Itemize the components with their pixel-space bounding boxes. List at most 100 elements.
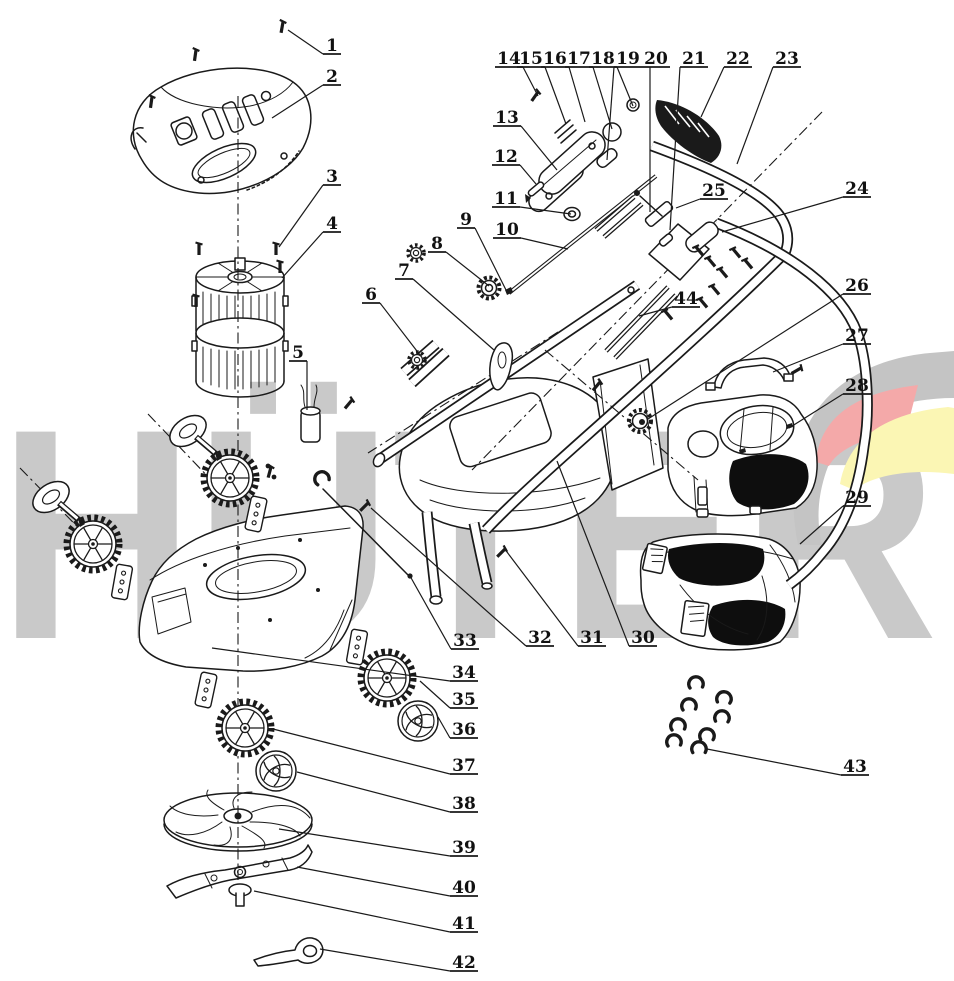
part-number-27: 27 — [845, 326, 869, 346]
callout-38: 38 — [296, 771, 478, 814]
mower-deck — [138, 505, 364, 672]
part-number-7: 7 — [398, 261, 410, 281]
part-number-43: 43 — [843, 757, 867, 777]
part-number-3: 3 — [326, 167, 338, 187]
callout-43: 43 — [706, 748, 869, 777]
part-number-12: 12 — [494, 147, 518, 167]
part-number-44: 44 — [674, 289, 698, 309]
motor-cowl — [398, 339, 619, 605]
part-number-29: 29 — [845, 488, 869, 508]
callout-44: 44 — [638, 289, 700, 317]
part-number-22: 22 — [726, 49, 750, 69]
height-adjust-lever — [489, 342, 514, 391]
part-number-33: 33 — [453, 631, 477, 651]
callout-18: 18 — [589, 49, 634, 107]
part-number-30: 30 — [631, 628, 655, 648]
callout-20: 20 — [642, 49, 670, 212]
grass-bottom-mesh-lower — [708, 599, 786, 646]
callout-29: 29 — [799, 488, 871, 545]
callout-31: 31 — [506, 551, 606, 648]
part-number-23: 23 — [775, 49, 799, 69]
upper-handle — [482, 140, 873, 590]
switch-lever-cluster — [525, 87, 640, 222]
adjust-knob — [476, 275, 502, 301]
part-number-16: 16 — [543, 49, 567, 69]
part-number-39: 39 — [452, 838, 476, 858]
part-number-26: 26 — [845, 276, 869, 296]
callout-19: 19 — [606, 49, 642, 161]
part-number-40: 40 — [452, 878, 476, 898]
grass-bottom-mesh-upper — [668, 543, 765, 586]
callout-40: 40 — [296, 866, 478, 898]
part-number-20: 20 — [644, 49, 668, 69]
callout-6: 6 — [362, 285, 421, 356]
part-number-13: 13 — [495, 108, 519, 128]
blade-bolt — [228, 883, 252, 907]
part-number-18: 18 — [591, 49, 615, 69]
part-number-4: 4 — [326, 214, 338, 234]
blade — [166, 844, 313, 899]
callout-30: 30 — [556, 460, 657, 648]
link-bars — [594, 195, 678, 360]
hubcap-rear — [397, 700, 439, 742]
part-number-32: 32 — [528, 628, 552, 648]
callout-1: 1 — [287, 29, 341, 56]
part-number-1: 1 — [326, 36, 338, 56]
callout-7: 7 — [395, 261, 495, 351]
callout-21: 21 — [669, 49, 708, 231]
logo-yellow-swoosh — [840, 407, 954, 490]
callout-8: 8 — [428, 234, 490, 287]
grass-top-mesh — [729, 454, 809, 510]
callout-42: 42 — [319, 948, 478, 973]
part-number-25: 25 — [702, 181, 726, 201]
part-number-17: 17 — [567, 49, 591, 69]
callout-36: 36 — [437, 716, 478, 740]
callout-3: 3 — [278, 167, 341, 248]
part-number-35: 35 — [452, 690, 476, 710]
callout-13: 13 — [493, 108, 558, 171]
part-number-42: 42 — [452, 953, 476, 973]
part-number-10: 10 — [495, 220, 519, 240]
callout-2: 2 — [271, 67, 341, 119]
part-number-5: 5 — [292, 343, 304, 363]
motor-cover — [130, 67, 312, 195]
carry-handle — [705, 357, 806, 391]
part-number-41: 41 — [452, 914, 476, 934]
callout-10: 10 — [493, 220, 569, 250]
callout-15: 15 — [517, 49, 567, 125]
part-number-9: 9 — [460, 210, 472, 230]
part-number-11: 11 — [494, 189, 518, 209]
part-number-19: 19 — [616, 49, 640, 69]
callout-17: 17 — [565, 49, 613, 130]
part-number-38: 38 — [452, 794, 476, 814]
blade-wrench — [253, 937, 324, 967]
cable-clamp-assembly — [634, 190, 757, 324]
cable-rod — [505, 174, 658, 295]
callout-22: 22 — [700, 49, 752, 118]
part-number-31: 31 — [580, 628, 604, 648]
part-number-34: 34 — [452, 663, 476, 683]
motor-stator — [191, 257, 289, 398]
callout-9: 9 — [457, 210, 508, 293]
part-number-6: 6 — [365, 285, 377, 305]
callout-39: 39 — [278, 828, 478, 858]
callout-27: 27 — [772, 326, 871, 373]
callout-25: 25 — [675, 181, 728, 209]
hubcap-front — [255, 750, 297, 792]
part-number-28: 28 — [845, 376, 869, 396]
front-lower-wheel — [219, 702, 272, 755]
callout-32: 32 — [370, 507, 554, 648]
part-number-8: 8 — [431, 234, 443, 254]
part-number-14: 14 — [497, 49, 521, 69]
part-number-36: 36 — [452, 720, 476, 740]
handle-knob — [627, 408, 653, 434]
part-number-21: 21 — [682, 49, 706, 69]
part-number-2: 2 — [326, 67, 338, 87]
callout-37: 37 — [272, 728, 478, 776]
callout-4: 4 — [281, 214, 341, 279]
grass-catcher-top — [667, 394, 818, 518]
callout-5: 5 — [289, 343, 308, 410]
callout-28: 28 — [788, 376, 871, 429]
